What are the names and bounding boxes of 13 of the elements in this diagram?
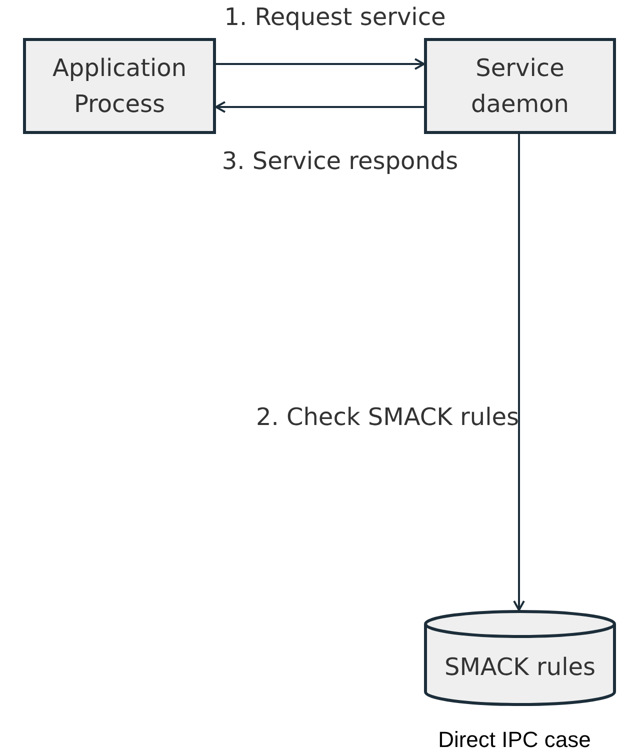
edge-label: 1. Request service	[223, 2, 447, 32]
arrow	[513, 134, 525, 611]
edge-label: 2. Check SMACK rules	[254, 402, 519, 432]
process-box	[23, 38, 216, 134]
node-label: Service daemon	[470, 53, 570, 120]
caption: Direct IPC case	[437, 726, 592, 754]
node-label: Application Process	[51, 53, 188, 120]
database-cylinder	[424, 610, 616, 706]
process-box	[424, 38, 616, 134]
arrow	[216, 58, 425, 70]
node-label: SMACK rules	[443, 652, 597, 683]
arrow	[215, 101, 424, 113]
edge-label: 3. Service responds	[220, 146, 460, 176]
